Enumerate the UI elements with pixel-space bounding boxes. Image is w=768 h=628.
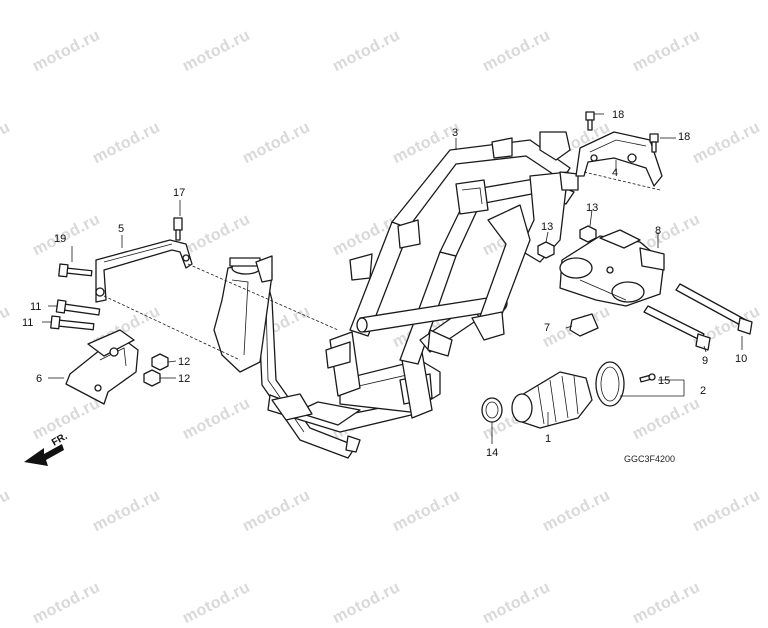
watermark-text: motod.ru — [330, 578, 404, 628]
callout-2: 2 — [700, 385, 706, 397]
callout-4: 4 — [612, 167, 618, 179]
watermark-text: motod.ru — [180, 578, 254, 628]
bolt-part-15 — [639, 373, 656, 383]
bracket-part-6 — [65, 329, 139, 405]
callout-5: 5 — [118, 223, 124, 235]
watermark-text: motod.ru — [30, 578, 104, 628]
callout-12-upper: 12 — [178, 356, 190, 368]
callout-13-upper: 13 — [586, 202, 598, 214]
callout-18-upper: 18 — [612, 109, 624, 121]
clamp-part-14 — [481, 397, 503, 423]
nut-part-12 — [143, 353, 169, 387]
parts-diagram-canvas: motod.ru motod.ru motod.ru motod.ru motod.ru… — [0, 27, 763, 627]
callout-18-right: 18 — [678, 131, 690, 143]
rubber-cap-part-7 — [569, 313, 599, 337]
watermark-text: motod.ru — [630, 578, 704, 628]
callout-9: 9 — [702, 355, 708, 367]
bolt-part-18 — [585, 111, 659, 153]
callout-14: 14 — [486, 447, 498, 459]
callout-7: 7 — [544, 322, 550, 334]
callout-1: 1 — [545, 433, 551, 445]
leader-lines — [42, 113, 743, 444]
engine-hanger-part-8 — [559, 229, 665, 307]
callout-15: 15 — [658, 375, 670, 387]
bolt-part-17 — [173, 217, 183, 241]
nut-part-13 — [537, 225, 597, 259]
diagram-code: GGC3F4200 — [624, 454, 675, 464]
callout-3: 3 — [452, 127, 458, 139]
front-direction-arrow: FR. — [24, 431, 70, 466]
main-frame-part-3 — [213, 131, 579, 459]
clamp-part-2 — [595, 361, 625, 407]
bolt-part-11-upper — [55, 299, 101, 316]
callout-11-lower: 11 — [22, 317, 33, 329]
front-marker-label: FR. — [50, 431, 70, 449]
frame-body-exploded-diagram: FR. 3 5 19 17 18 18 4 6 8 13 13 7 9 10 1… — [22, 109, 753, 466]
callout-12-lower: 12 — [178, 373, 190, 385]
watermark-text: motod.ru — [480, 578, 554, 628]
callout-10: 10 — [735, 353, 747, 365]
bracket-part-4 — [575, 131, 663, 187]
bracket-part-5 — [95, 239, 193, 303]
bolt-part-10 — [675, 283, 753, 335]
callout-11-upper: 11 — [30, 301, 41, 313]
callout-numbers: 3 5 19 17 18 18 4 6 8 13 13 7 9 10 11 11… — [22, 109, 747, 464]
boot-part-1 — [511, 371, 593, 429]
callout-17: 17 — [173, 187, 185, 199]
bolt-part-9 — [643, 305, 711, 351]
callout-6: 6 — [36, 373, 42, 385]
callout-13-lower: 13 — [541, 221, 553, 233]
callout-8: 8 — [655, 225, 661, 237]
bolt-part-11-lower — [50, 315, 95, 331]
callout-19: 19 — [54, 233, 66, 245]
bolt-part-19 — [58, 263, 93, 278]
